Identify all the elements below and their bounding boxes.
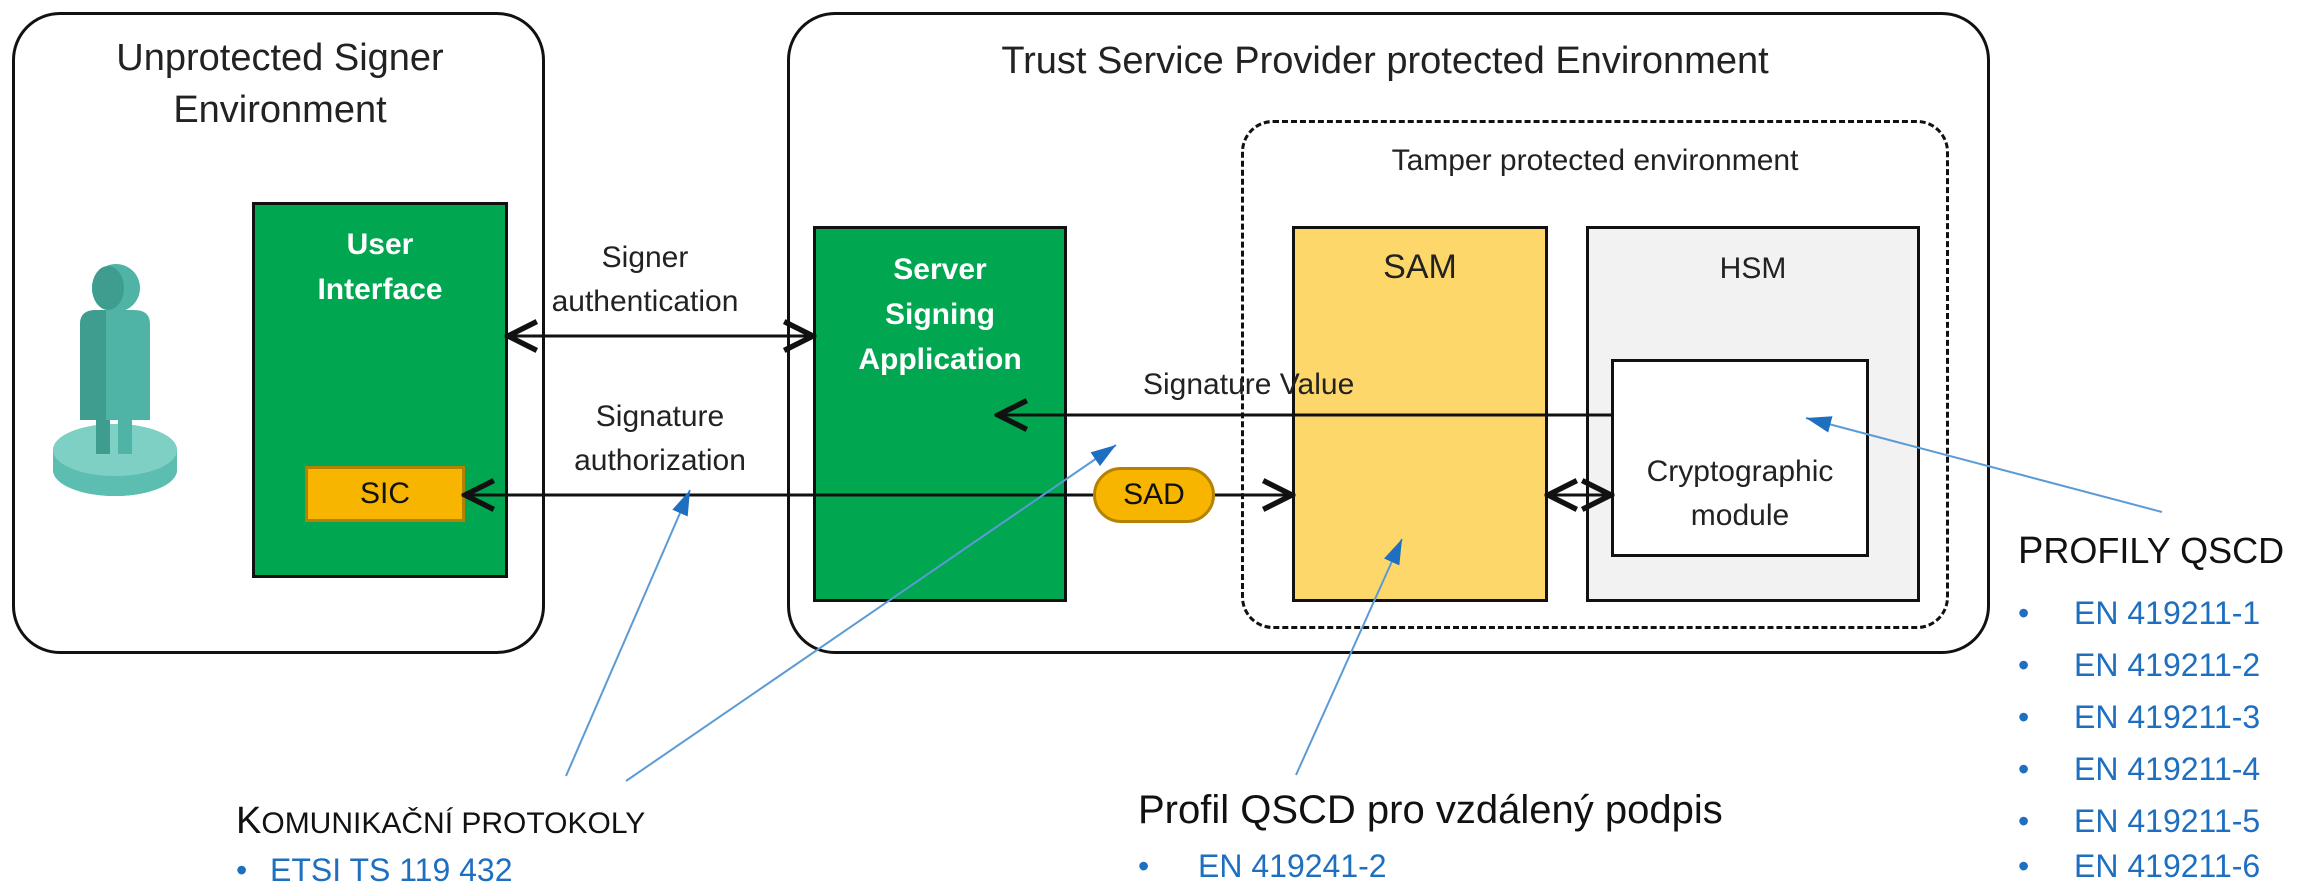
left-env-title-line2: Environment <box>173 89 387 131</box>
remote-profile-heading: Profil QSCD pro vzdálený podpis <box>1138 788 1723 832</box>
ssa-label-line3: Application <box>858 343 1022 376</box>
left-env-title-line1: Unprotected Signer <box>116 37 444 79</box>
ssa-label-line2: Signing <box>885 298 995 331</box>
signer-auth-line2: authentication <box>551 285 739 318</box>
qscd-profile-item: •EN 419211-5 <box>2018 803 2261 839</box>
qscd-profile-item: •EN 419211-2 <box>2018 647 2261 683</box>
signer-auth-line1: Signer <box>601 241 689 274</box>
qscd-profile-item-text: EN 419211-4 <box>2074 751 2261 787</box>
protocols-item: •ETSI TS 119 432 <box>236 852 513 888</box>
ssa-label: Server Signing Application <box>813 247 1067 382</box>
qscd-profile-item-text: EN 419211-6 <box>2074 848 2261 884</box>
remote-profile-item: •EN 419241-2 <box>1138 848 1387 884</box>
sic-label: SIC <box>359 477 410 510</box>
crypto-label-line2: module <box>1690 499 1790 532</box>
crypto-label-line1: Cryptographic <box>1646 455 1834 488</box>
signature-authorization-label: Signature authorization <box>535 395 785 483</box>
cryptographic-module-label: Cryptographic module <box>1611 450 1869 538</box>
qscd-profiles-heading: PROFILY QSCD <box>2018 530 2284 573</box>
protocols-heading: KOMUNIKAČNÍ PROTOKOLY <box>236 800 645 843</box>
remote-profile-item-text: EN 419241-2 <box>1198 848 1387 884</box>
sig-auth-line1: Signature <box>595 400 725 433</box>
qscd-profile-item-text: EN 419211-3 <box>2074 699 2261 735</box>
protocol-pointer-2 <box>625 444 1117 782</box>
qscd-profile-item: •EN 419211-3 <box>2018 699 2261 735</box>
sad-label: SAD <box>1123 478 1185 511</box>
protocols-item-text: ETSI TS 119 432 <box>270 852 513 888</box>
tamper-title: Tamper protected environment <box>1391 144 1799 177</box>
qscd-profile-item-text: EN 419211-5 <box>2074 803 2261 839</box>
qscd-profile-item: •EN 419211-1 <box>2018 595 2261 631</box>
person-icon <box>53 264 177 496</box>
qscd-heading-first: P <box>2018 530 2044 572</box>
protocols-heading-first: K <box>236 800 262 842</box>
qscd-profile-item: •EN 419211-4 <box>2018 751 2261 787</box>
hsm-label: HSM <box>1719 252 1787 285</box>
protocol-pointer-1 <box>565 489 691 777</box>
qscd-profile-item-text: EN 419211-2 <box>2074 647 2261 683</box>
user-interface-label: User Interface <box>252 222 508 312</box>
user-interface-label-line1: User <box>346 228 414 261</box>
protocols-heading-rest: OMUNIKAČNÍ PROTOKOLY <box>261 807 646 840</box>
sig-auth-line2: authorization <box>574 444 746 477</box>
sam-label: SAM <box>1383 248 1457 286</box>
sad-box <box>1093 467 1215 523</box>
cryptographic-module-box <box>1611 359 1869 557</box>
qscd-profile-pointer <box>1805 416 2163 513</box>
qscd-profile-item: •EN 419211-6 <box>2018 848 2261 884</box>
signer-authentication-label: Signer authentication <box>520 236 770 324</box>
signature-value-label: Signature Value <box>1143 368 1355 401</box>
tamper-protected-environment <box>1241 120 1949 629</box>
left-env-title: Unprotected Signer Environment <box>60 32 500 136</box>
right-env-title: Trust Service Provider protected Environ… <box>1001 40 1769 82</box>
user-interface-label-line2: Interface <box>317 273 443 306</box>
qscd-heading-rest: ROFILY QSCD <box>2043 530 2285 571</box>
ssa-label-line1: Server <box>893 253 987 286</box>
qscd-profile-item-text: EN 419211-1 <box>2074 595 2261 631</box>
remote-profile-pointer <box>1295 538 1403 776</box>
